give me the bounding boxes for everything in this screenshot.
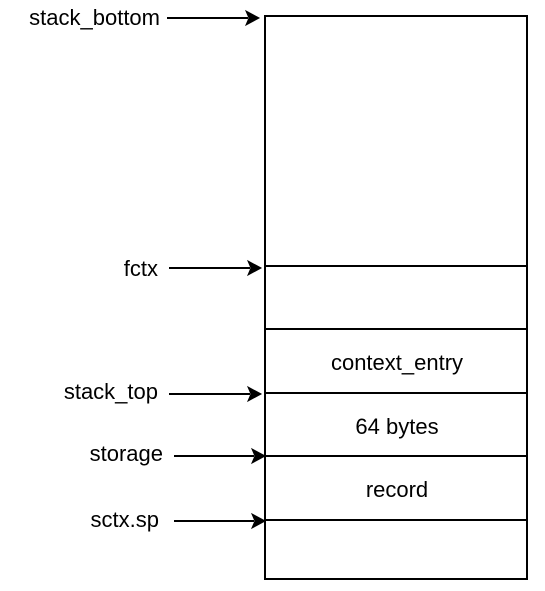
- pointer-label-sctx-sp: sctx.sp: [91, 507, 159, 532]
- cell-label-context-entry: context_entry: [331, 350, 463, 375]
- cell-label-64-bytes: 64 bytes: [355, 414, 438, 439]
- arrowhead-icon: [250, 447, 267, 465]
- pointer-storage: storage: [90, 441, 267, 466]
- pointer-label-stack-bottom: stack_bottom: [29, 5, 160, 30]
- pointer-label-stack-top: stack_top: [64, 379, 158, 404]
- pointer-stack-bottom: stack_bottom: [29, 5, 261, 30]
- cell-label-record: record: [366, 477, 428, 502]
- arrowhead-icon: [244, 9, 261, 27]
- pointer-label-fctx: fctx: [124, 256, 158, 281]
- stack-frame-box: [264, 15, 528, 580]
- arrowhead-icon: [246, 259, 263, 277]
- arrowhead-icon: [246, 385, 263, 403]
- pointer-stack-top: stack_top: [64, 379, 263, 404]
- pointer-label-storage: storage: [90, 441, 163, 466]
- pointer-fctx: fctx: [124, 256, 263, 281]
- arrowhead-icon: [250, 512, 267, 530]
- pointer-sctx-sp: sctx.sp: [91, 507, 267, 532]
